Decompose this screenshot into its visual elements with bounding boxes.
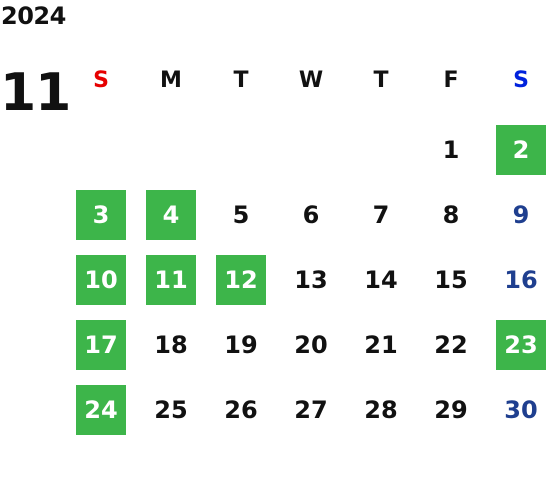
calendar-day-highlighted: 2	[496, 125, 546, 175]
weekday-header-sunday: S	[93, 68, 109, 93]
weekday-header-thursday: T	[373, 68, 389, 93]
year-label: 2024	[1, 2, 66, 30]
weekday-header-friday: F	[443, 68, 459, 93]
calendar-day-highlighted: 17	[76, 320, 126, 370]
calendar-day: 22	[434, 331, 468, 359]
calendar-day: 5	[232, 201, 250, 229]
weekday-header-wednesday: W	[298, 68, 324, 93]
weekday-header-tuesday: T	[233, 68, 249, 93]
calendar-day: 25	[154, 396, 188, 424]
calendar-day-highlighted: 3	[76, 190, 126, 240]
calendar-day: 7	[372, 201, 390, 229]
month-label: 11	[0, 63, 71, 123]
calendar-day-highlighted: 24	[76, 385, 126, 435]
calendar-day: 14	[364, 266, 398, 294]
calendar-day-highlighted: 23	[496, 320, 546, 370]
calendar-day: 16	[504, 266, 538, 294]
weekday-header-saturday: S	[513, 68, 529, 93]
calendar-day: 26	[224, 396, 258, 424]
calendar-day-highlighted: 11	[146, 255, 196, 305]
calendar-day: 8	[442, 201, 460, 229]
calendar-day: 9	[512, 201, 530, 229]
calendar-day: 18	[154, 331, 188, 359]
calendar-day: 19	[224, 331, 258, 359]
calendar-day: 13	[294, 266, 328, 294]
calendar-day: 1	[442, 136, 460, 164]
calendar-day: 29	[434, 396, 468, 424]
calendar-day: 6	[302, 201, 320, 229]
calendar-day: 21	[364, 331, 398, 359]
calendar-day: 20	[294, 331, 328, 359]
calendar-day-highlighted: 12	[216, 255, 266, 305]
calendar-day-highlighted: 10	[76, 255, 126, 305]
calendar-day-highlighted: 4	[146, 190, 196, 240]
calendar-day: 27	[294, 396, 328, 424]
calendar-day: 15	[434, 266, 468, 294]
weekday-header-monday: M	[160, 68, 182, 93]
calendar-day: 28	[364, 396, 398, 424]
calendar-day: 30	[504, 396, 538, 424]
